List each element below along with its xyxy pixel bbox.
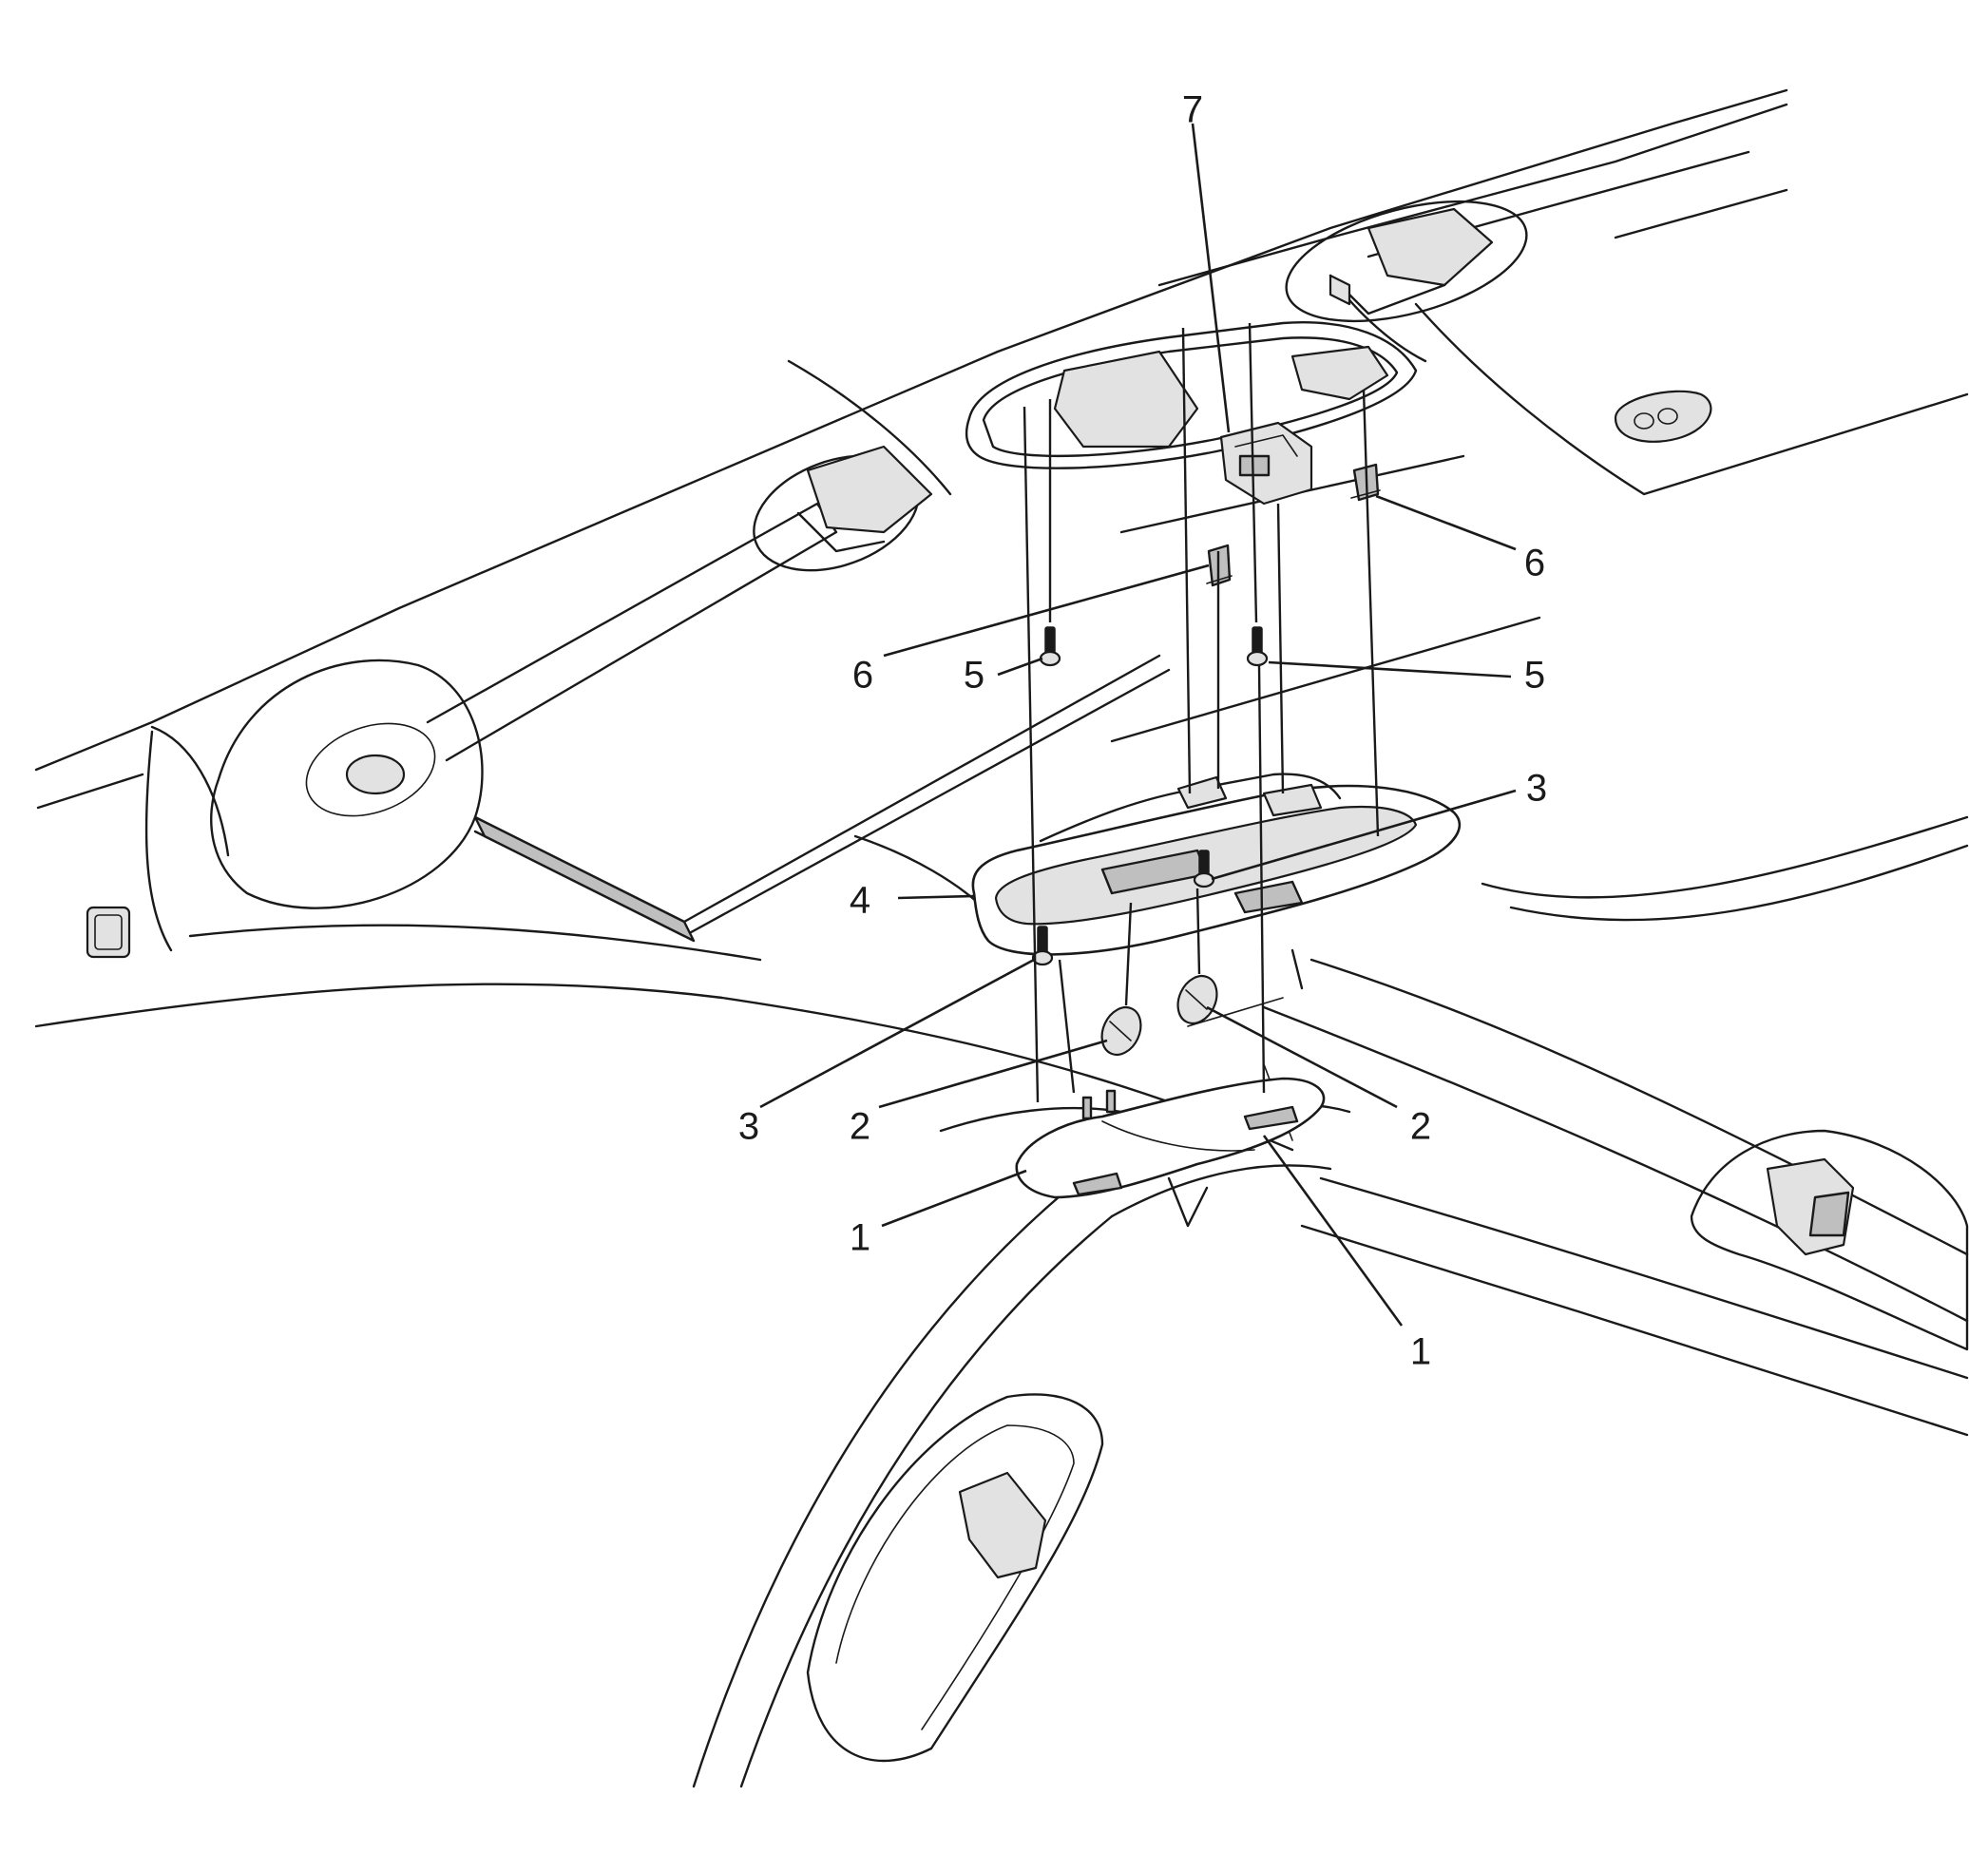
callout-label-5-right: 5 [1524, 655, 1545, 697]
screw-item-5-left [1039, 626, 1061, 667]
screw-item-3-upper [1193, 850, 1215, 888]
headliner-console-opening [965, 321, 1418, 469]
callout-label-1-right: 1 [1410, 1331, 1431, 1373]
leader-lines [759, 123, 1517, 1327]
callout-label-2-right: 2 [1410, 1106, 1431, 1148]
callout-label-4: 4 [850, 880, 870, 922]
right-upper-visor-mount [1285, 200, 1528, 363]
bulb-item-2-left [1100, 1006, 1142, 1056]
left-switch-icon [86, 906, 131, 959]
screw-item-5-right [1246, 626, 1269, 667]
callout-label-1-left: 1 [850, 1217, 870, 1259]
right-grab-handle [1690, 1129, 1969, 1351]
callout-labels: 7 6 6 5 5 3 4 3 2 2 1 1 [738, 89, 1547, 1373]
lens-cover-item-1 [1015, 1077, 1326, 1199]
callout-label-2-left: 2 [850, 1106, 870, 1148]
pillar-grab-handle [806, 1393, 1104, 1763]
bulb-item-2-right [1176, 975, 1218, 1024]
callout-label-3-upper: 3 [1526, 768, 1547, 810]
assembly-axis-lines [1023, 322, 1380, 1103]
callout-label-7: 7 [1182, 89, 1203, 131]
left-sun-visor [210, 359, 1171, 943]
callout-label-6-right: 6 [1524, 543, 1545, 584]
callout-label-6-left: 6 [852, 655, 873, 697]
right-switch-icon [1614, 390, 1712, 443]
callout-label-5-left: 5 [964, 655, 984, 697]
screw-item-3-lower [1031, 926, 1054, 966]
callout-label-3-lower: 3 [738, 1106, 759, 1148]
headliner-outline [34, 88, 1969, 1788]
bracket-item-7 [1219, 421, 1313, 506]
